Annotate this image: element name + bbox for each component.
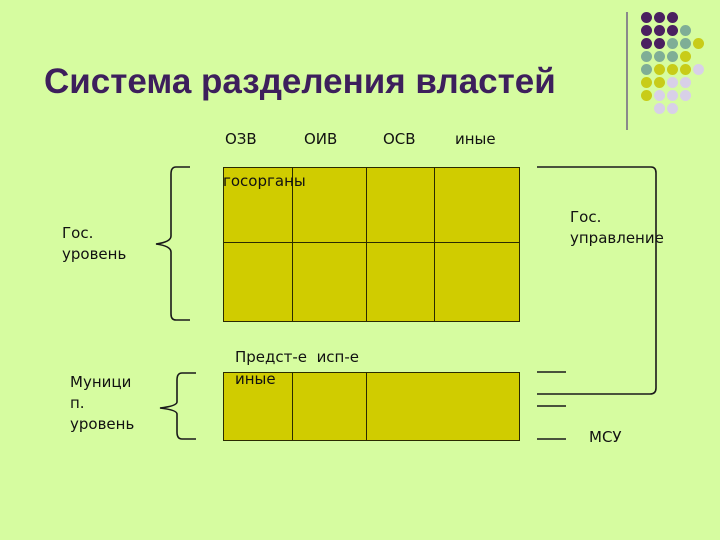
dot-icon: [654, 77, 665, 88]
dot-icon: [680, 38, 691, 49]
column-header-ozv: ОЗВ: [225, 130, 257, 148]
grid-cell: [292, 242, 367, 322]
dot-icon: [641, 12, 652, 23]
dot-icon: [680, 64, 691, 75]
gov-administration-label: Гос. управление: [570, 208, 664, 247]
dot-icon: [667, 38, 678, 49]
dot-icon: [667, 77, 678, 88]
grid-cell: [292, 167, 367, 243]
grid-cell: [366, 242, 435, 322]
dot-icon: [667, 90, 678, 101]
dot-icon: [680, 90, 691, 101]
grid-cell: [223, 242, 293, 322]
column-header-other-cont: госорганы: [223, 172, 306, 190]
gov-admin-bracket: [537, 166, 657, 395]
dot-icon: [654, 90, 665, 101]
dot-icon: [680, 25, 691, 36]
dot-icon: [667, 103, 678, 114]
grid-cell: [434, 242, 520, 322]
municipal-column-headers: Предст-е исп-е: [235, 348, 360, 366]
dot-icon: [654, 38, 665, 49]
dot-icon: [680, 51, 691, 62]
dot-icon: [654, 12, 665, 23]
dot-icon: [641, 25, 652, 36]
column-header-other: иные: [455, 130, 496, 148]
dot-icon: [693, 64, 704, 75]
dot-icon: [680, 77, 691, 88]
gov-level-brace: [155, 166, 190, 321]
dot-icon: [667, 25, 678, 36]
dot-icon: [654, 25, 665, 36]
dot-icon: [641, 90, 652, 101]
grid-cell: [366, 372, 520, 441]
dot-icon: [667, 12, 678, 23]
dot-icon: [667, 64, 678, 75]
title-divider: [626, 12, 628, 130]
municipal-column-headers-cont: иные: [235, 370, 276, 388]
dot-icon: [654, 51, 665, 62]
dot-icon: [667, 51, 678, 62]
grid-cell: [292, 372, 367, 441]
dot-icon: [693, 38, 704, 49]
dot-icon: [641, 64, 652, 75]
msu-label: МСУ: [589, 428, 622, 446]
dot-icon: [641, 77, 652, 88]
column-header-osv: ОСВ: [383, 130, 416, 148]
municipal-level-label: Муници п. уровень: [70, 373, 135, 433]
grid-cell: [434, 167, 520, 243]
slide-title: Система разделения властей: [44, 62, 556, 101]
dot-icon: [654, 103, 665, 114]
dot-icon: [654, 64, 665, 75]
gov-level-label: Гос. уровень: [62, 224, 127, 263]
municipal-level-brace: [159, 372, 196, 440]
column-header-oiv: ОИВ: [304, 130, 338, 148]
dot-icon: [641, 51, 652, 62]
dot-icon: [641, 38, 652, 49]
